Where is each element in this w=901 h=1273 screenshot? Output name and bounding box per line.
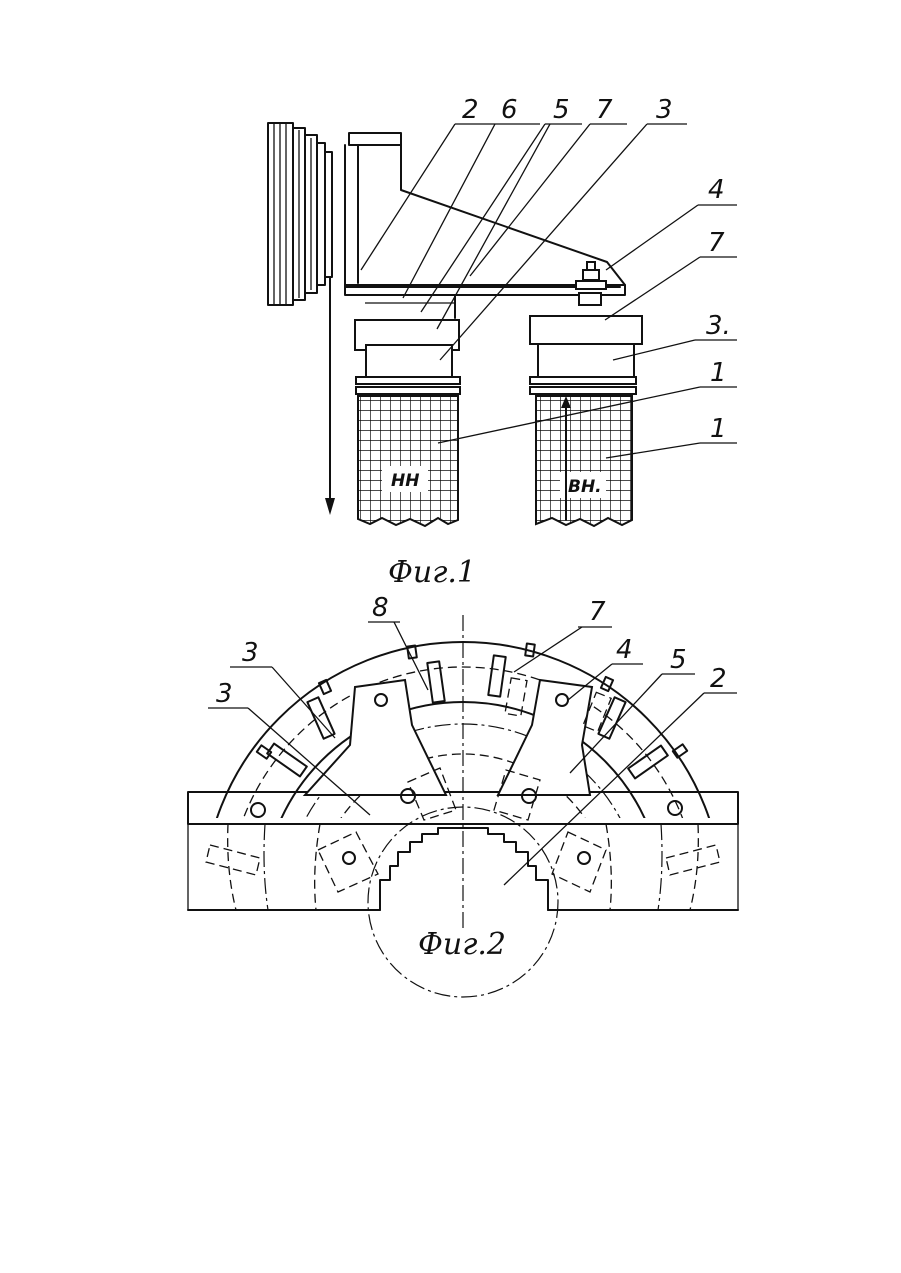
fig2-label-3-upper: 3: [242, 638, 259, 668]
label-7-right: 7: [708, 228, 725, 258]
left-column-stack: [355, 295, 460, 526]
label-3-top: 3: [656, 95, 673, 125]
vertical-rod: [325, 278, 335, 515]
figure-1: НН ВН. 2 6 5: [268, 95, 737, 590]
fig2-label-7: 7: [589, 597, 606, 627]
bolt-right: [668, 801, 682, 815]
label-1-lower: 1: [710, 414, 727, 444]
coil-label-low-voltage: НН: [391, 471, 419, 491]
fig2-label-8: 8: [372, 593, 389, 623]
left-clamp: [305, 680, 446, 803]
figure-2-caption: Фиг.2: [418, 927, 506, 962]
label-2: 2: [462, 95, 479, 125]
figure-2: 8 7 4 5 2 3 3 Фиг.2: [188, 593, 738, 1162]
fig2-label-5: 5: [670, 645, 687, 675]
radiator: [268, 123, 332, 305]
coil-label-high-voltage: ВН.: [568, 477, 602, 497]
label-3-right: 3.: [706, 311, 731, 341]
disc-upper: [203, 642, 723, 1162]
right-clamp: [498, 680, 592, 803]
label-5: 5: [553, 95, 570, 125]
label-4: 4: [708, 175, 725, 205]
fig2-label-3-lower: 3: [216, 679, 233, 709]
label-1-upper: 1: [710, 358, 727, 388]
bolt-left: [251, 803, 265, 817]
fig2-label-2: 2: [710, 664, 727, 694]
label-6: 6: [501, 95, 518, 125]
label-7-top: 7: [596, 95, 613, 125]
figure-1-caption: Фиг.1: [388, 555, 476, 590]
fig2-label-4: 4: [616, 635, 633, 665]
